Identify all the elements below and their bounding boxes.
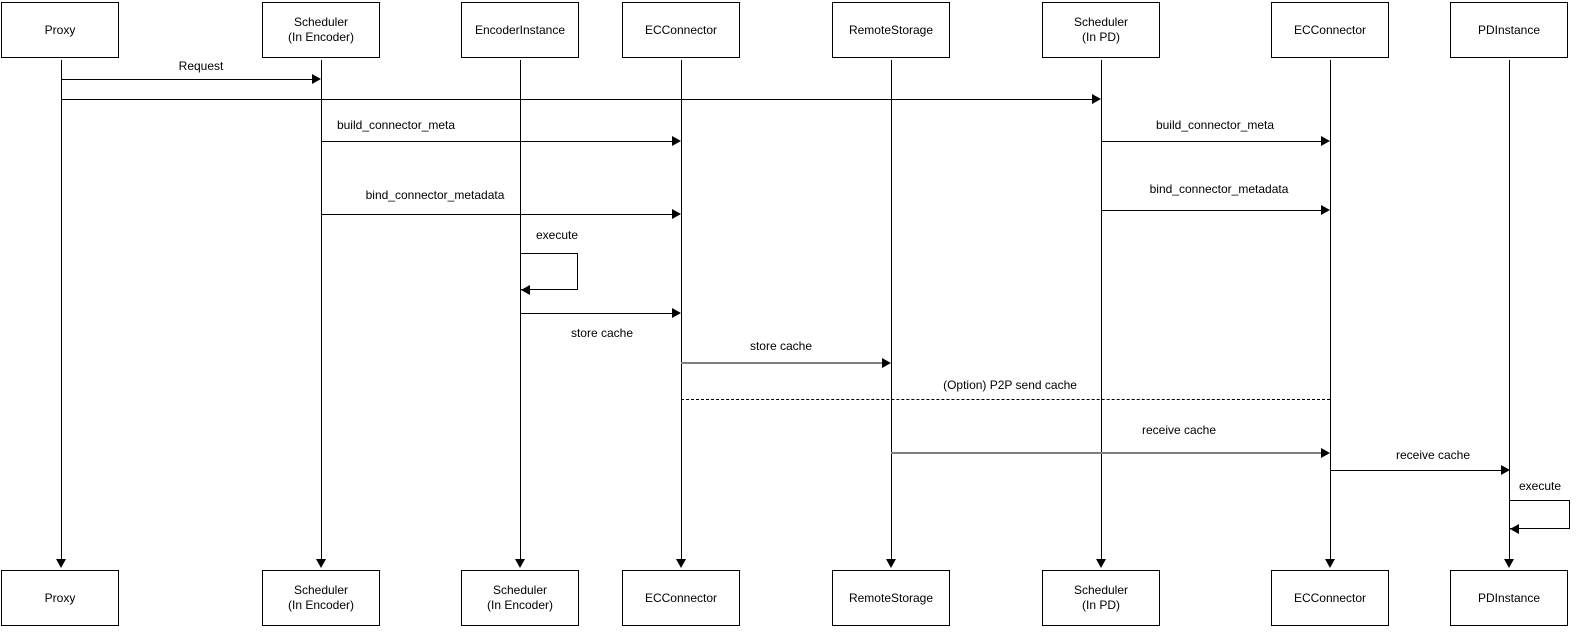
actor-bottom-scheduler-encoder-1: Scheduler (In Encoder) bbox=[262, 570, 380, 626]
arrowhead bbox=[1092, 94, 1101, 104]
message-line-store-cache-2 bbox=[681, 362, 882, 364]
actor-top-scheduler-pd: Scheduler (In PD) bbox=[1042, 2, 1160, 58]
message-selfloop-execute-pd bbox=[1509, 500, 1570, 529]
message-label-receive-cache-1: receive cache bbox=[1139, 423, 1219, 437]
message-line-build-connector-meta-left bbox=[321, 141, 672, 142]
arrowhead bbox=[316, 559, 326, 568]
message-line-store-cache-1 bbox=[520, 313, 672, 314]
message-line-proxy-to-scheduler-pd bbox=[61, 99, 1092, 100]
actor-top-ecconnector-left: ECConnector bbox=[622, 2, 740, 58]
actor-bottom-proxy: Proxy bbox=[1, 570, 119, 626]
message-label-execute-encoder: execute bbox=[533, 228, 581, 242]
actor-bottom-pdinstance: PDInstance bbox=[1450, 570, 1568, 626]
arrowhead bbox=[1321, 136, 1330, 146]
actor-bottom-scheduler-pd: Scheduler (In PD) bbox=[1042, 570, 1160, 626]
message-label-execute-pd: execute bbox=[1516, 479, 1564, 493]
arrowhead bbox=[515, 559, 525, 568]
lifeline-pdinstance bbox=[1509, 60, 1510, 559]
actor-top-remotestorage: RemoteStorage bbox=[832, 2, 950, 58]
message-line-receive-cache-2 bbox=[1330, 470, 1501, 471]
arrowhead bbox=[1501, 465, 1510, 475]
actor-top-scheduler-encoder: Scheduler (In Encoder) bbox=[262, 2, 380, 58]
message-line-bind-connector-metadata-left bbox=[321, 214, 672, 215]
arrowhead bbox=[882, 358, 891, 368]
arrowhead bbox=[312, 74, 321, 84]
arrowhead bbox=[676, 559, 686, 568]
arrowhead bbox=[1510, 524, 1519, 534]
lifeline-ecconnector-left bbox=[681, 60, 682, 559]
actor-top-ecconnector-right: ECConnector bbox=[1271, 2, 1389, 58]
actor-bottom-ecconnector-left: ECConnector bbox=[622, 570, 740, 626]
message-label-build-connector-meta-right: build_connector_meta bbox=[1153, 118, 1277, 132]
message-selfloop-execute-encoder bbox=[520, 253, 578, 290]
arrowhead bbox=[672, 308, 681, 318]
message-line-build-connector-meta-right bbox=[1101, 141, 1321, 142]
message-line-bind-connector-metadata-right bbox=[1101, 210, 1321, 211]
actor-bottom-ecconnector-right: ECConnector bbox=[1271, 570, 1389, 626]
lifeline-ecconnector-right bbox=[1330, 60, 1331, 559]
actor-top-proxy: Proxy bbox=[1, 2, 119, 58]
lifeline-proxy bbox=[61, 60, 62, 559]
actor-bottom-scheduler-encoder-2: Scheduler (In Encoder) bbox=[461, 570, 579, 626]
message-line-request bbox=[61, 79, 313, 80]
arrowhead bbox=[521, 285, 530, 295]
lifeline-encoder-instance bbox=[520, 60, 521, 559]
lifeline-scheduler-encoder bbox=[321, 60, 322, 559]
arrowhead bbox=[1321, 448, 1330, 458]
message-label-receive-cache-2: receive cache bbox=[1393, 448, 1473, 462]
arrowhead bbox=[1321, 205, 1330, 215]
actor-top-encoder-instance: EncoderInstance bbox=[461, 2, 579, 58]
actor-bottom-remotestorage: RemoteStorage bbox=[832, 570, 950, 626]
arrowhead bbox=[886, 559, 896, 568]
message-label-build-connector-meta-left: build_connector_meta bbox=[334, 118, 458, 132]
message-label-store-cache-2: store cache bbox=[747, 339, 815, 353]
arrowhead bbox=[672, 209, 681, 219]
arrowhead bbox=[1325, 559, 1335, 568]
message-label-bind-connector-metadata-left: bind_connector_metadata bbox=[363, 188, 507, 202]
message-label-p2p-send-cache: (Option) P2P send cache bbox=[941, 378, 1079, 392]
arrowhead bbox=[56, 559, 66, 568]
message-line-receive-cache-1 bbox=[891, 452, 1321, 454]
message-label-bind-connector-metadata-right: bind_connector_metadata bbox=[1147, 182, 1291, 196]
arrowhead bbox=[1504, 559, 1514, 568]
message-line-p2p-send-cache bbox=[681, 399, 1330, 400]
arrowhead bbox=[1096, 559, 1106, 568]
message-label-store-cache-1: store cache bbox=[568, 326, 636, 340]
lifeline-scheduler-pd bbox=[1101, 60, 1102, 559]
message-label-request: Request bbox=[176, 59, 226, 73]
actor-top-pdinstance: PDInstance bbox=[1450, 2, 1568, 58]
lifeline-remotestorage bbox=[891, 60, 892, 559]
arrowhead bbox=[672, 136, 681, 146]
